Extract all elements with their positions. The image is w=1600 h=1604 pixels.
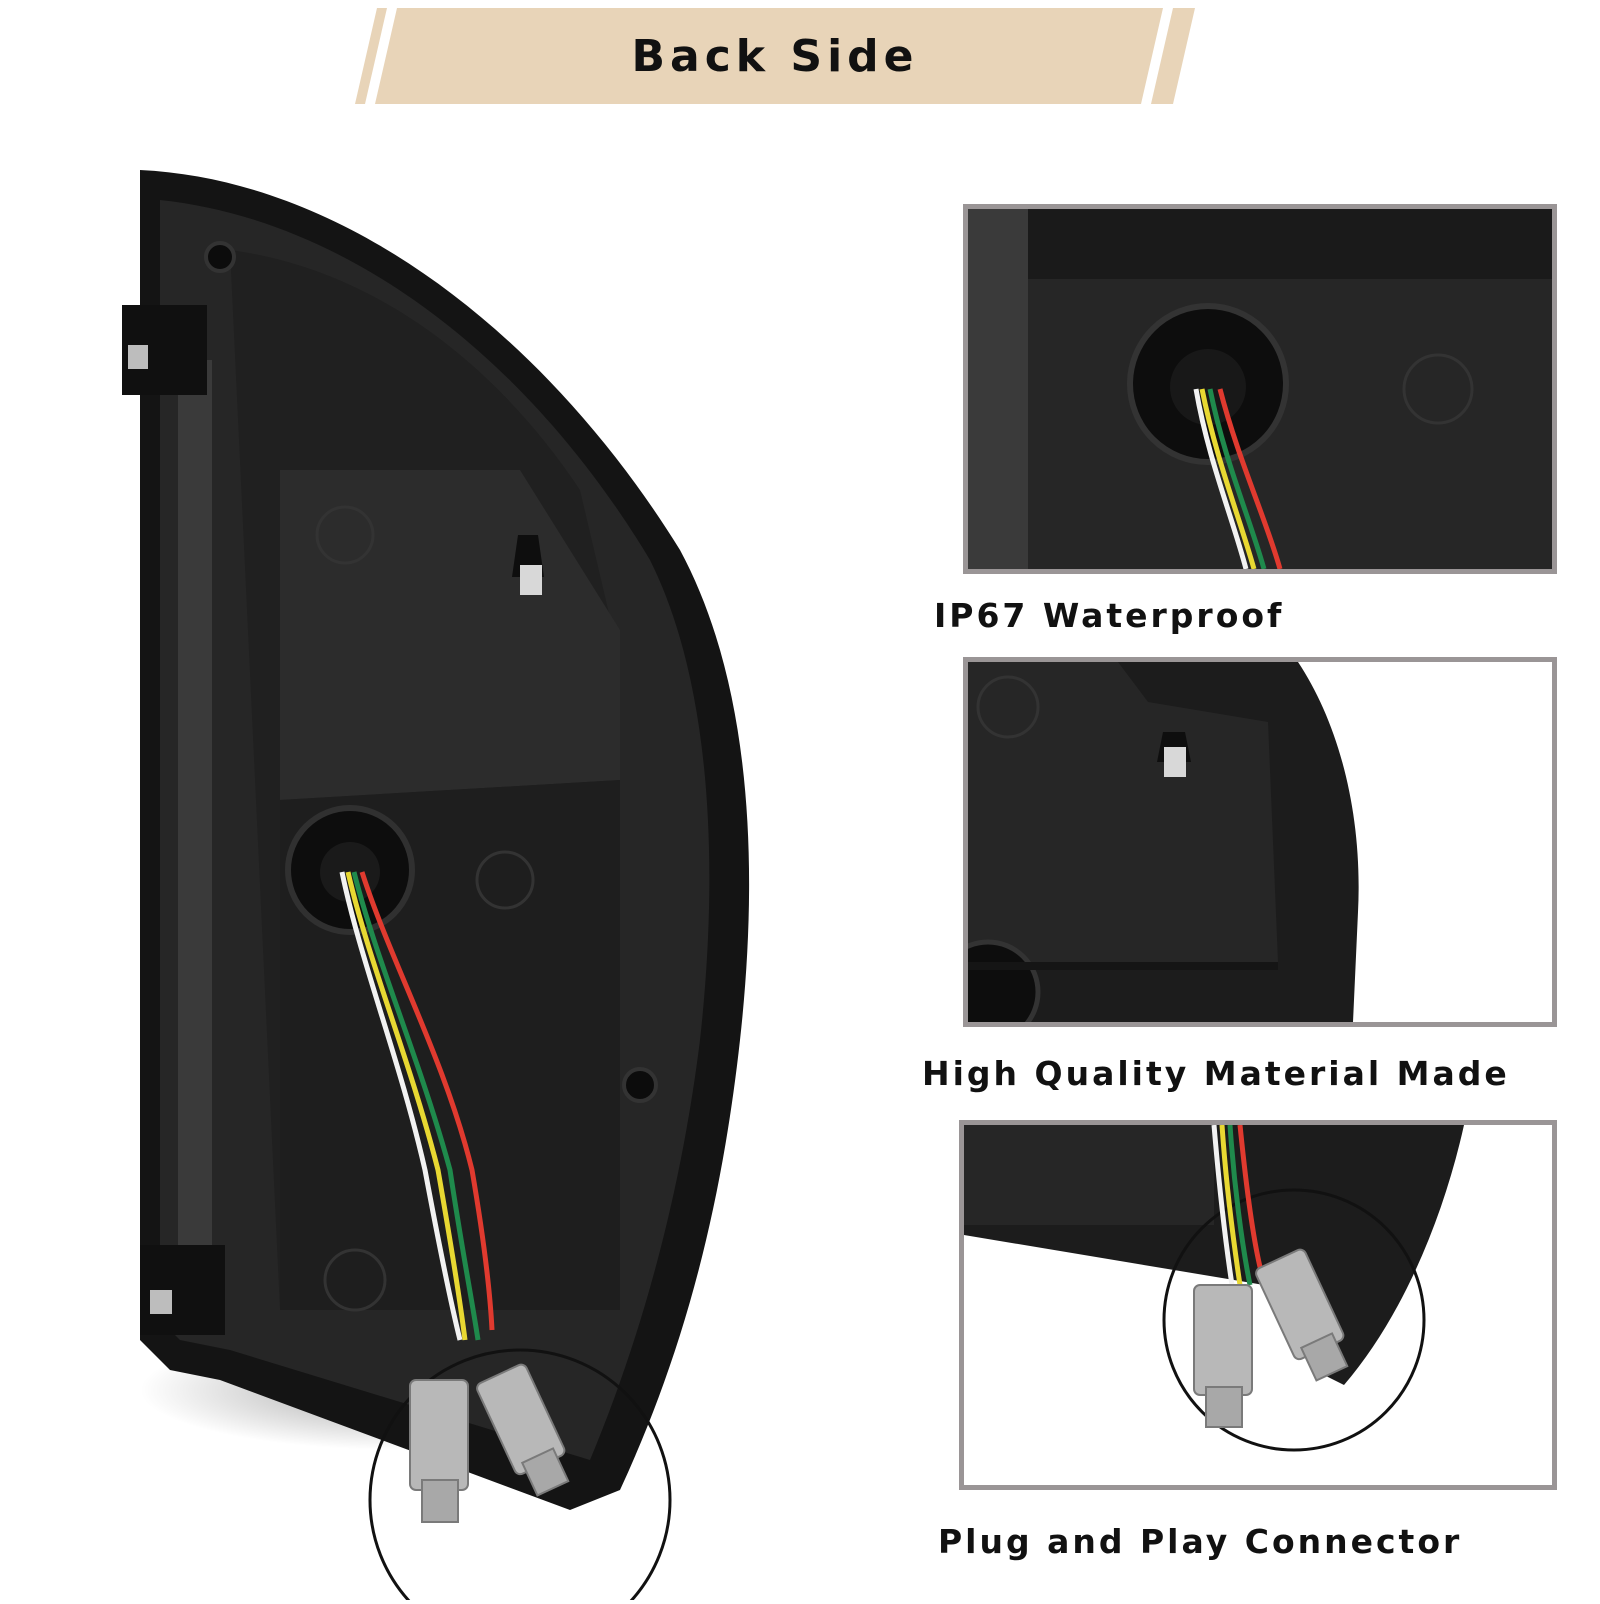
material-closeup-image <box>963 657 1557 1027</box>
caption-waterproof: IP67 Waterproof <box>934 596 1285 635</box>
tail-light-back-image <box>100 160 780 1604</box>
connector-closeup-image <box>959 1120 1557 1490</box>
banner-title: Back Side <box>631 30 919 82</box>
banner-shape <box>355 8 1195 104</box>
caption-connector: Plug and Play Connector <box>938 1522 1463 1561</box>
caption-material: High Quality Material Made <box>922 1054 1510 1093</box>
header-banner: Back Side <box>355 8 1195 104</box>
waterproof-closeup-image <box>963 204 1557 574</box>
